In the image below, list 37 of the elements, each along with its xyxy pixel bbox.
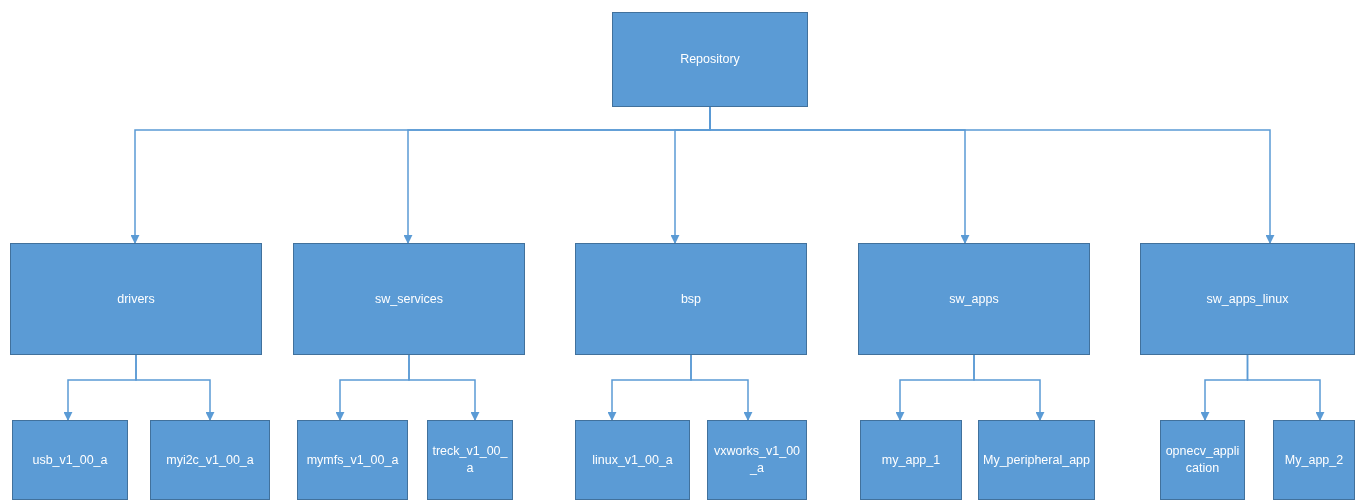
folder-box (575, 243, 807, 355)
folder-label: linux_v1_00_a (592, 451, 673, 469)
folder-box (150, 420, 270, 500)
folder-box (1160, 420, 1245, 500)
folder-label: opnecv_application (1165, 443, 1240, 477)
folder-label: sw_services (374, 290, 444, 308)
arrow (135, 354, 215, 421)
folder-box (10, 243, 262, 355)
folder-box (858, 243, 1090, 355)
folder-box (293, 243, 525, 355)
folder-label: myi2c_v1_00_a (166, 451, 254, 469)
folder-label: My_peripheral_app (983, 451, 1090, 469)
folder-label: sw_apps (949, 290, 999, 308)
arrow (690, 354, 753, 421)
folder-box (1273, 420, 1355, 500)
folder-box (575, 420, 690, 500)
folder-box (427, 420, 513, 500)
folder-label: My_app_2 (1284, 451, 1344, 469)
folder-box (297, 420, 408, 500)
folder-label: Repository (680, 51, 740, 68)
folder-box (612, 12, 808, 107)
folder-label: my_app_1 (881, 451, 941, 469)
folder-box (860, 420, 962, 500)
folder-label: mymfs_v1_00_a (306, 451, 399, 469)
folder-label: sw_apps_linux (1206, 290, 1289, 308)
folder-box (978, 420, 1095, 500)
arrow (1246, 354, 1325, 421)
folder-label: drivers (117, 290, 155, 308)
arrow (973, 354, 1045, 421)
folder-label: usb_v1_00_a (32, 451, 108, 469)
folder-box (1140, 243, 1355, 355)
folder-label: vxworks_v1_00_a (712, 443, 802, 477)
folder-box (12, 420, 128, 500)
arrow (408, 354, 480, 421)
folder-label: bsp (680, 290, 702, 308)
folder-box (707, 420, 807, 500)
folder-label: treck_v1_00_a (432, 443, 508, 477)
